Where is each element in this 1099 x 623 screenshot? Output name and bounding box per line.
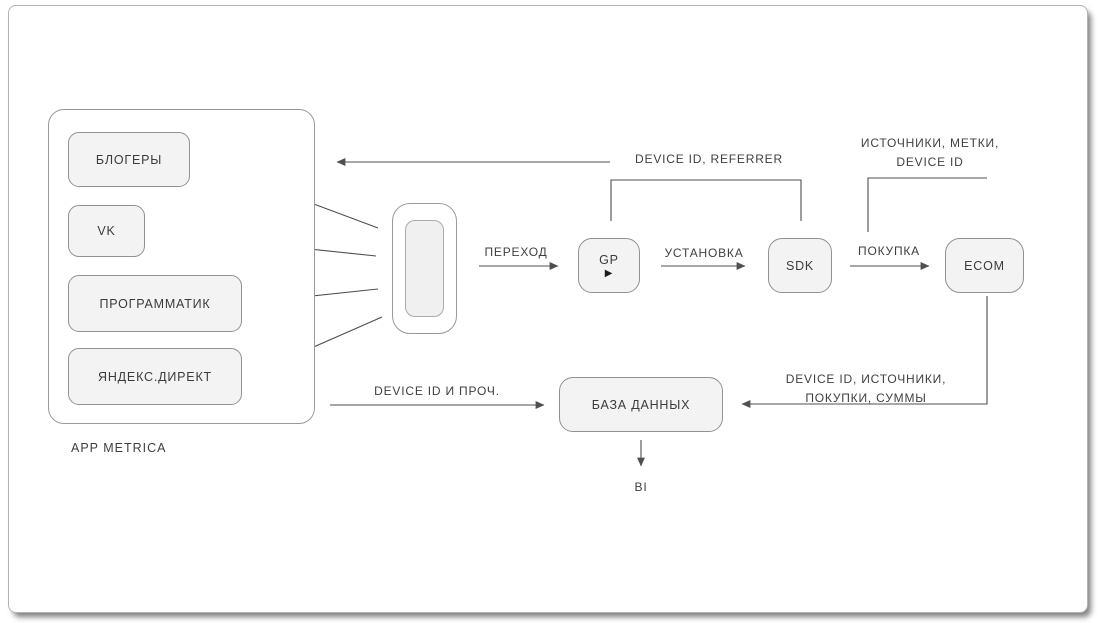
source-node-vk[interactable]: VK (68, 205, 145, 257)
play-icon: ▶ (604, 267, 614, 279)
annotation-device-id-other: DEVICE ID И ПРОЧ. (374, 384, 500, 398)
source-label: VK (97, 224, 116, 238)
source-label: БЛОГЕРЫ (95, 152, 163, 167)
database-node[interactable]: БАЗА ДАННЫХ (559, 377, 723, 432)
source-node-bloggers[interactable]: БЛОГЕРЫ (68, 132, 190, 187)
app-metrica-caption: APP METRICA (71, 441, 167, 455)
ecom-label: ECOM (964, 258, 1005, 273)
gp-node[interactable]: GP ▶ (578, 238, 640, 293)
annotation-line: DEVICE ID (896, 155, 964, 169)
source-node-yandex-direct[interactable]: ЯНДЕКС.ДИРЕКТ (68, 348, 242, 405)
source-label: ПРОГРАММАТИК (99, 296, 211, 311)
smartphone-icon[interactable] (392, 203, 457, 334)
sdk-node[interactable]: SDK (768, 238, 832, 293)
bi-node-label: BI (634, 480, 648, 494)
annotation-device-id-referrer: DEVICE ID, REFERRER (635, 152, 783, 166)
smartphone-screen (405, 220, 444, 317)
sdk-label: SDK (785, 258, 815, 273)
source-node-programmatic[interactable]: ПРОГРАММАТИК (68, 275, 242, 332)
gp-label: GP (599, 252, 619, 267)
annotation-line: DEVICE ID, ИСТОЧНИКИ, (785, 372, 947, 386)
database-label: БАЗА ДАННЫХ (591, 397, 691, 412)
edge-label-ustanovka: УСТАНОВКА (664, 246, 744, 260)
edge-label-pokupka: ПОКУПКА (858, 244, 920, 258)
annotation-line: ИСТОЧНИКИ, МЕТКИ, (860, 136, 1000, 150)
annotation-line: ПОКУПКИ, СУММЫ (805, 391, 927, 405)
edge-label-perehod: ПЕРЕХОД (484, 245, 548, 259)
source-label: ЯНДЕКС.ДИРЕКТ (98, 369, 212, 384)
ecom-node[interactable]: ECOM (945, 238, 1024, 293)
annotation-sources-marks: ИСТОЧНИКИ, МЕТКИ, DEVICE ID (861, 134, 999, 172)
annotation-db-payload: DEVICE ID, ИСТОЧНИКИ, ПОКУПКИ, СУММЫ (786, 370, 946, 408)
